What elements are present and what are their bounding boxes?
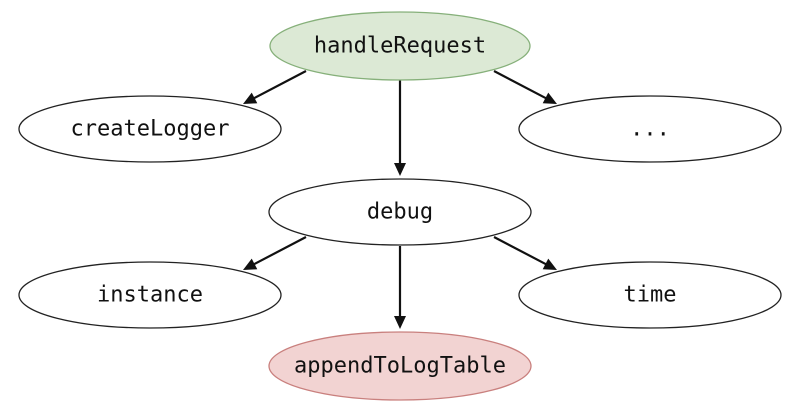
node-label: debug [367, 200, 433, 225]
node-createLogger: createLogger [18, 95, 282, 163]
edge-handleRequest-to-more [493, 70, 557, 104]
node-ellipse [18, 261, 282, 329]
node-ellipse [18, 95, 282, 163]
arrowhead [394, 316, 406, 329]
node-ellipse [269, 11, 531, 81]
arrowhead [542, 92, 557, 104]
node-ellipse [518, 95, 782, 163]
nodes-layer: handleRequest createLogger... debug instanc… [18, 11, 782, 401]
node-label: time [624, 283, 677, 308]
edge-debug-to-time [493, 236, 557, 270]
edge-line [493, 70, 547, 100]
node-appendToLogTable: appendToLogTable [268, 331, 532, 401]
node-handleRequest: handleRequest [269, 11, 531, 81]
edge-handleRequest-to-debug [394, 80, 406, 176]
node-instance: instance [18, 261, 282, 329]
node-ellipse [268, 178, 532, 246]
edge-debug-to-appendToLogTable [394, 246, 406, 329]
node-label: appendToLogTable [294, 354, 506, 379]
arrowhead [394, 163, 406, 176]
arrowhead [243, 258, 258, 270]
node-ellipse [518, 261, 782, 329]
edge-line [253, 236, 307, 266]
edge-line [253, 70, 307, 100]
edge-handleRequest-to-createLogger [243, 70, 307, 104]
node-time: time [518, 261, 782, 329]
edges-layer [243, 70, 557, 329]
arrowhead [243, 92, 258, 104]
arrowhead [542, 258, 557, 270]
edge-line [493, 236, 547, 266]
node-label: handleRequest [314, 34, 486, 59]
node-debug: debug [268, 178, 532, 246]
edge-debug-to-instance [243, 236, 307, 270]
node-more: ... [518, 95, 782, 163]
node-label: createLogger [71, 117, 230, 142]
node-label: ... [630, 117, 670, 142]
node-label: instance [97, 283, 203, 308]
node-ellipse [268, 331, 532, 401]
